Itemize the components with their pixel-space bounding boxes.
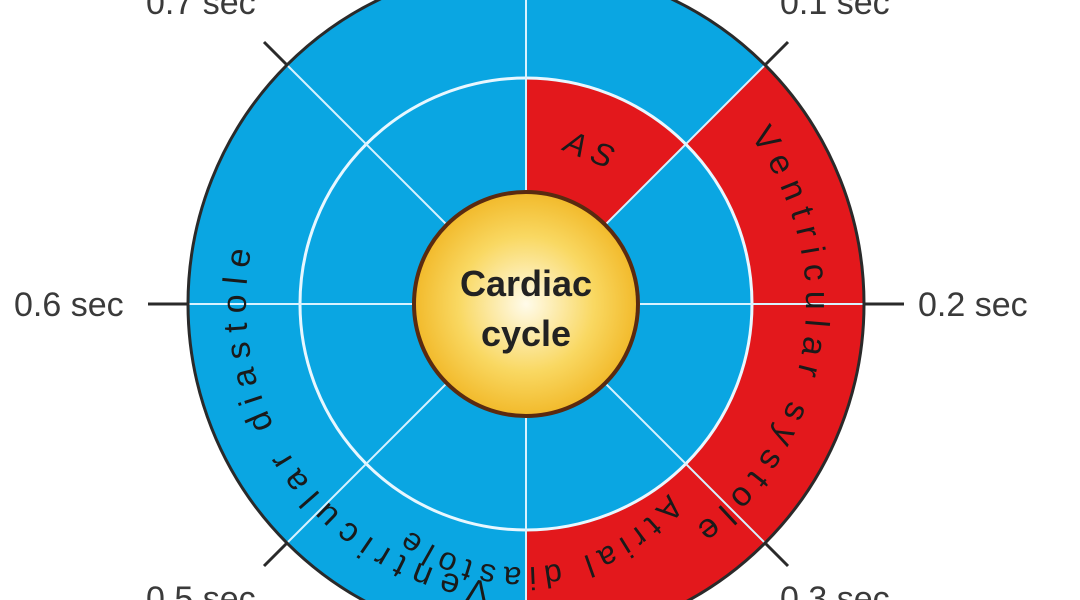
tick-label-0-1: 0.1 sec (780, 0, 890, 22)
tick-0-3 (763, 541, 790, 568)
core-label-line2: cycle (481, 313, 571, 354)
tick-0-1 (763, 40, 790, 67)
tick-label-0-6: 0.6 sec (14, 286, 124, 324)
core-label-line1: Cardiac (460, 263, 592, 304)
tick-0-7 (262, 40, 289, 67)
tick-label-0-2: 0.2 sec (918, 286, 1028, 324)
tick-label-0-7: 0.7 sec (146, 0, 256, 22)
tick-label-0-5: 0.5 sec (146, 580, 256, 600)
tick-marks (148, 40, 904, 568)
tick-0-5 (262, 541, 289, 568)
tick-label-0-3: 0.3 sec (780, 580, 890, 600)
core-circle (412, 190, 640, 418)
